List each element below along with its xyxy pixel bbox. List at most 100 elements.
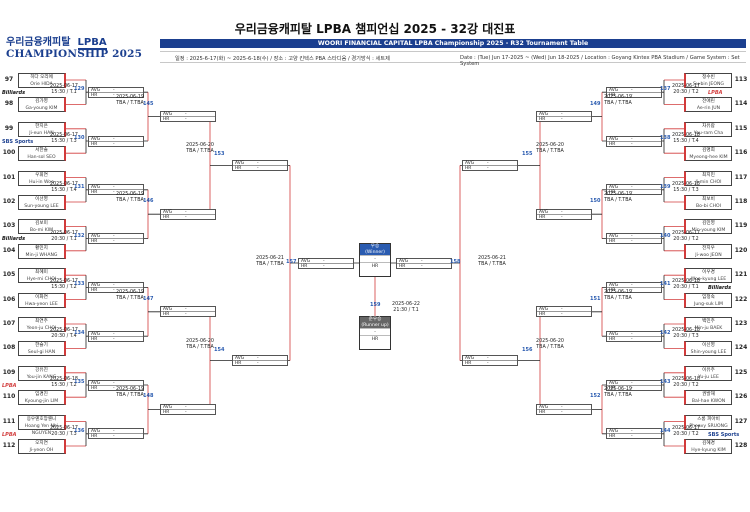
right-qf-time-date: 2025-06-20 [536,338,564,344]
player-name-kr: 정수빈 [702,75,715,80]
score-row-hr: HR- [463,361,517,366]
score-row-avg: AVG- [89,381,143,386]
right-r32-number: 137 [660,86,671,93]
player-name-kr: 전지우 [702,245,715,251]
score-value-hr: - [561,409,563,415]
right-r32-number: 141 [660,281,671,288]
score-row-avg: AVG- [537,112,591,118]
player-name-en: Seul-gi HAN [27,350,56,356]
right-sf-score: AVG-HR- [396,257,452,269]
score-label-hr: HR [91,92,98,98]
right-r32-time-date: 2025-06-17 [672,425,700,431]
left-r32-number: 130 [74,135,85,141]
score-value-avg: - [185,404,187,410]
left-sf-time-place: TBA / T.TBA [256,262,284,267]
score-label-hr: HR [539,312,546,318]
left-sf-score: AVG-HR- [298,257,354,269]
score-value-hr: - [113,92,115,98]
info-english: Date : (Tue) Jun 17-2025 ~ (Wed) Jun 18-… [460,55,740,67]
player-seed-number: 102 [2,198,16,205]
score-value-avg: - [113,429,115,435]
score-row-avg: AVG - [161,405,215,410]
player-seed-number: 106 [2,295,16,303]
score-row-hr: HR- [607,288,661,293]
right-r16-time-date: 2025-06-19 [604,387,632,393]
left-qf-score: AVG-HR- [232,355,288,367]
score-label-avg: AVG [301,258,311,264]
player-seed-number: 122 [734,295,748,303]
score-row-hr: HR- [607,142,661,147]
left-r32-score: AVG-HR- [88,428,144,440]
score-value-hr: - [113,190,115,196]
player-name-en: Orie HIDA [30,82,53,87]
player-name-kr: 권발해 [702,392,715,398]
left-r16-number: 145 [143,100,154,107]
right-sf-number: 158 [450,259,461,265]
player-name-kr: 스롱 피아비 [697,416,720,422]
player-name-kr: 황민지 [35,245,48,251]
right-r16-score: AVG-HR- [536,111,592,123]
score-value-avg: - [257,160,259,166]
player-name-en: Han-sol SEO [27,155,56,161]
score-value-avg: - [113,380,115,386]
right-qf-score: AVG-HR- [462,355,518,367]
player-name-en: Min-ji WHANG [25,252,58,258]
score-label-avg: AVG [539,307,549,313]
left-r16-score: AVG-HR- [160,403,216,415]
player-name-en: Jung-suk LIM [693,301,724,307]
score-label-avg: AVG [163,404,173,410]
score-label-avg: AVG [163,307,173,313]
score-label-avg: AVG [163,209,173,215]
player-name-kr: 최보비 [702,197,715,202]
player-name-en: Hye-mi CHOI [26,277,57,283]
player-name-kr: 차유람 [702,123,715,129]
score-value-avg: - [487,356,489,362]
runner-up-hr: HR [360,335,390,342]
right-r16-score: AVG-HR- [536,306,592,318]
logo-mark: LPBA [77,37,107,50]
score-value-avg: - [561,404,563,410]
left-r32-time-place: 15:30 / T.2 [51,383,77,388]
right-r32-time-date: 2025-06-18 [672,377,700,382]
right-r16-number: 149 [590,100,601,107]
player-name-kr: 최혜미 [35,270,48,276]
right-r32-time-date: 2025-06-17 [672,84,700,90]
score-label-hr: HR [609,141,616,147]
right-r32-time-date: 2025-06-17 [672,230,700,236]
score-value-avg: - [113,282,115,288]
winner-label-en: (Winner) [365,249,385,255]
left-r32-score: AVG-HR- [88,184,144,196]
score-value-avg: - [185,209,187,215]
player-name-en: Hye-kyung KIM [691,448,726,453]
right-qf-number: 155 [522,151,533,158]
score-value-hr: - [185,409,187,415]
score-value-avg: - [185,307,187,313]
left-r32-time-date: 2025-06-17 [50,181,78,187]
right-r32-number: 138 [660,135,671,141]
score-value-avg: - [631,331,633,337]
score-label-hr: HR [235,165,242,171]
player-name-en: Hwa-yeon LEE [25,301,58,307]
score-value-avg: - [631,282,633,288]
